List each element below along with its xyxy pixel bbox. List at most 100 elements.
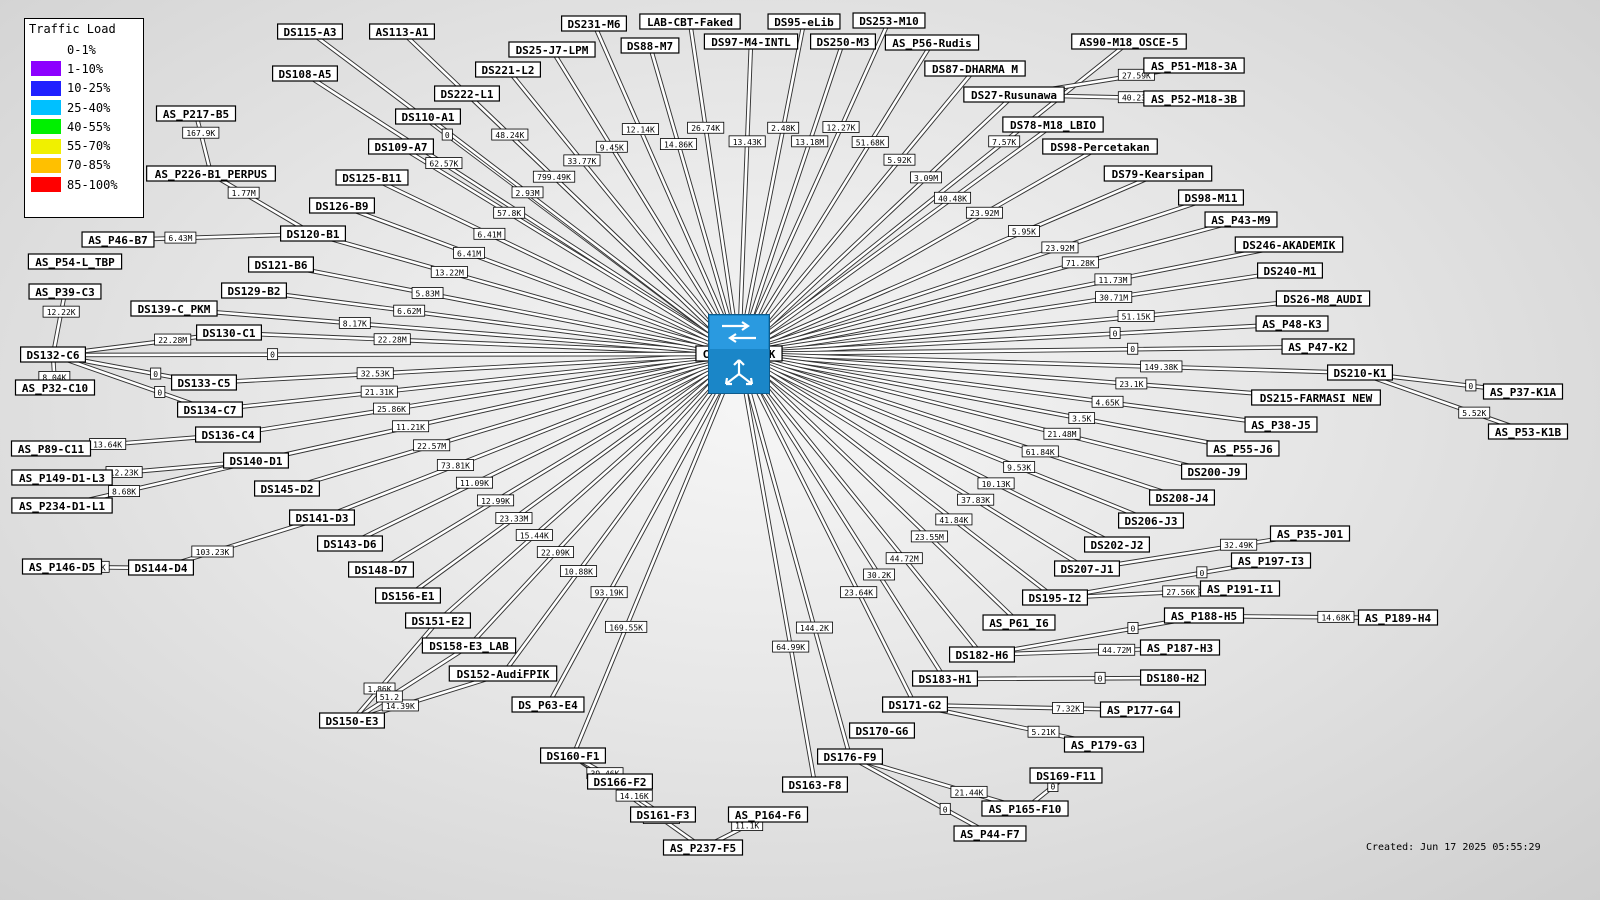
link-ds27-rusunawa-to-core[interactable]: [737, 93, 1016, 356]
node-as-p146-d5[interactable]: AS_P146-D5: [21, 558, 103, 575]
node-ds169-f11[interactable]: DS169-F11: [1029, 767, 1103, 784]
node-ds208-j4[interactable]: DS208-J4: [1148, 489, 1215, 506]
node-ds231-m6[interactable]: DS231-M6: [560, 15, 627, 32]
link-ds88-m7-to-core[interactable]: [647, 45, 742, 355]
link-as-p55-j6-to-core[interactable]: [738, 351, 1244, 452]
link-ds250-m3-to-core[interactable]: [736, 41, 846, 355]
node-ds98-percetakan[interactable]: DS98-Percetakan: [1042, 138, 1158, 155]
link-ds-p63-e4-to-core[interactable]: [546, 352, 741, 707]
link-ds141-d3-to-core[interactable]: [321, 351, 740, 521]
node-as-p51-m18-3a[interactable]: AS_P51-M18-3A: [1143, 57, 1245, 74]
link-ds171-g2-to-core[interactable]: [736, 352, 918, 707]
node-ds125-b11[interactable]: DS125-B11: [335, 169, 409, 186]
link-ds240-m1-to-core[interactable]: [738, 268, 1291, 357]
link-ds202-j2-to-core[interactable]: [737, 351, 1119, 548]
node-ds145-d2[interactable]: DS145-D2: [254, 480, 321, 497]
node-ds79-kearsipan[interactable]: DS79-Kearsipan: [1103, 165, 1213, 182]
node-ds206-j3[interactable]: DS206-J3: [1117, 512, 1184, 529]
node-ds120-b1[interactable]: DS120-B1: [280, 225, 347, 242]
node-as-p43-m9[interactable]: AS_P43-M9: [1204, 211, 1278, 228]
link-as-p39-c3-to-ds132-c6[interactable]: [50, 291, 68, 356]
link-ds136-c4-to-core[interactable]: [227, 351, 740, 438]
node-as-p189-h4[interactable]: AS_P189-H4: [1357, 609, 1439, 626]
node-ds176-f9[interactable]: DS176-F9: [816, 748, 883, 765]
node-as-p165-f10[interactable]: AS_P165-F10: [981, 800, 1069, 817]
link-ds140-d1-to-core[interactable]: [255, 351, 740, 464]
node-as-p53-k1b[interactable]: AS_P53-K1B: [1487, 423, 1569, 440]
link-as-p48-k3-to-core[interactable]: [738, 321, 1293, 357]
link-as-p44-f7-to-ds176-f9[interactable]: [848, 755, 992, 836]
node-ds195-i2[interactable]: DS195-I2: [1021, 589, 1088, 606]
node-ds253-m10[interactable]: DS253-M10: [852, 12, 926, 29]
link-ds200-j9-to-core[interactable]: [738, 351, 1215, 475]
node-as-p44-f7[interactable]: AS_P44-F7: [953, 825, 1027, 842]
node-as-p237-f5[interactable]: AS_P237-F5: [662, 839, 744, 856]
node-as113-a1[interactable]: AS113-A1: [369, 23, 436, 40]
link-as-p43-m9-to-core[interactable]: [738, 217, 1242, 357]
node-ds150-e3[interactable]: DS150-E3: [319, 712, 386, 729]
link-ds133-c5-to-core[interactable]: [203, 351, 740, 386]
node-ds163-f8[interactable]: DS163-F8: [781, 776, 848, 793]
node-ds-p63-e4[interactable]: DS_P63-E4: [511, 696, 585, 713]
node-ds109-a7[interactable]: DS109-A7: [368, 138, 435, 155]
link-as-p226-b1-perpus-to-ds120-b1[interactable]: [209, 172, 315, 236]
link-ds97-m4-intl-to-core[interactable]: [736, 41, 754, 355]
link-ds215-farmasi-new-to-core[interactable]: [738, 351, 1317, 401]
link-ds139-c-pkm-to-core[interactable]: [173, 306, 740, 357]
link-ds125-b11-to-core[interactable]: [371, 175, 740, 357]
link-as-p53-k1b-to-ds210-k1[interactable]: [1359, 370, 1529, 435]
node-ds160-f1[interactable]: DS160-F1: [539, 747, 606, 764]
link-ds158-e3-lab-to-core[interactable]: [467, 352, 741, 648]
link-ds129-b2-to-core[interactable]: [253, 288, 740, 357]
node-ds183-h1[interactable]: DS183-H1: [911, 670, 978, 687]
node-ds207-j1[interactable]: DS207-J1: [1053, 560, 1120, 577]
link-ds98-percetakan-to-core[interactable]: [737, 145, 1102, 356]
node-lab-cbt-faked[interactable]: LAB-CBT-Faked: [639, 13, 741, 30]
node-as-p89-c11[interactable]: AS_P89-C11: [10, 440, 92, 457]
node-ds221-l2[interactable]: DS221-L2: [475, 61, 542, 78]
link-ds95-elib-to-core[interactable]: [736, 21, 807, 355]
node-ds26-m8-audi[interactable]: DS26-M8_AUDI: [1275, 290, 1371, 307]
node-ds180-h2[interactable]: DS180-H2: [1139, 669, 1206, 686]
link-as-p47-k2-to-core[interactable]: [738, 344, 1319, 357]
link-ds134-c7-to-core[interactable]: [209, 351, 740, 413]
node-ds240-m1[interactable]: DS240-M1: [1256, 262, 1323, 279]
link-ds126-b9-to-core[interactable]: [341, 203, 740, 357]
link-ds182-h6-to-core[interactable]: [737, 352, 984, 657]
node-ds171-g2[interactable]: DS171-G2: [881, 696, 948, 713]
link-ds78-m18-lbio-to-core[interactable]: [737, 123, 1055, 356]
node-ds170-g6[interactable]: DS170-G6: [848, 722, 915, 739]
link-ds231-m6-to-core[interactable]: [591, 23, 742, 355]
node-ds246-akademik[interactable]: DS246-AKADEMIK: [1234, 236, 1344, 253]
node-as-p177-g4[interactable]: AS_P177-G4: [1099, 701, 1181, 718]
node-ds215-farmasi-new[interactable]: DS215-FARMASI NEW: [1251, 389, 1381, 406]
node-ds27-rusunawa[interactable]: DS27-Rusunawa: [963, 86, 1065, 103]
node-ds161-f3[interactable]: DS161-F3: [629, 806, 696, 823]
node-ds200-j9[interactable]: DS200-J9: [1180, 463, 1247, 480]
node-ds132-c6[interactable]: DS132-C6: [20, 346, 87, 363]
link-ds183-h1-to-core[interactable]: [737, 352, 947, 681]
link-ds208-j4-to-core[interactable]: [738, 351, 1183, 501]
node-ds148-d7[interactable]: DS148-D7: [348, 561, 415, 578]
node-ds182-h6[interactable]: DS182-H6: [948, 646, 1015, 663]
node-as-p164-f6[interactable]: AS_P164-F6: [727, 806, 809, 823]
link-ds110-a1-to-core[interactable]: [426, 115, 741, 356]
link-ds26-m8-audi-to-core[interactable]: [738, 296, 1324, 357]
link-ds130-c1-to-core[interactable]: [228, 330, 740, 357]
link-ds176-f9-to-core[interactable]: [736, 353, 853, 758]
node-ds250-m3[interactable]: DS250-M3: [809, 33, 876, 50]
node-ds130-c1[interactable]: DS130-C1: [196, 324, 263, 341]
node-as-p217-b5[interactable]: AS_P217-B5: [155, 105, 237, 122]
node-as-p32-c10[interactable]: AS_P32-C10: [14, 379, 96, 396]
link-ds246-akademik-to-core[interactable]: [738, 242, 1290, 357]
node-as-p37-k1a[interactable]: AS_P37-K1A: [1482, 383, 1564, 400]
link-as90-m18-osce-5-to-core[interactable]: [737, 40, 1131, 356]
link-ds132-c6-to-core[interactable]: [52, 351, 740, 358]
node-as-p35-j01[interactable]: AS_P35-J01: [1269, 525, 1351, 542]
node-ds158-e3-lab[interactable]: DS158-E3_LAB: [421, 637, 517, 654]
node-ds121-b6[interactable]: DS121-B6: [248, 256, 315, 273]
link-ds207-j1-to-core[interactable]: [737, 352, 1089, 571]
core-switch-icon[interactable]: [707, 313, 771, 395]
node-ds25-j7-lpm[interactable]: DS25-J7-LPM: [508, 41, 596, 58]
node-as-p46-b7[interactable]: AS_P46-B7: [81, 231, 155, 248]
